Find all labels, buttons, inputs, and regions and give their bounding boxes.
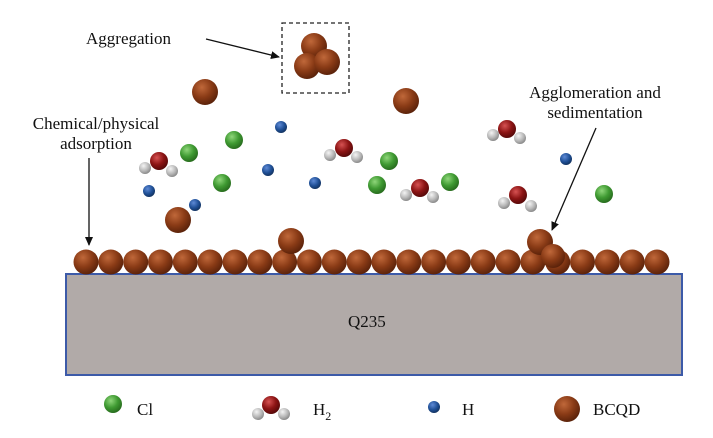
legend-bcqd-swatch [554, 396, 580, 422]
bcqd-sedimentation-particle [541, 244, 565, 268]
adsorption-label-line1: Chemical/physical [32, 114, 160, 133]
bcqd-layer-particle [594, 249, 620, 275]
bcqd-layer-particle [123, 249, 149, 275]
bcqd-layer-particle [98, 249, 124, 275]
bcqd-particle [393, 88, 419, 114]
substrate-label: Q235 [348, 312, 386, 331]
bcqd-particle [192, 79, 218, 105]
water-molecule [487, 120, 526, 144]
bcqd-surface-particle [278, 228, 304, 254]
agglomeration-label-line1: Agglomeration and [529, 83, 661, 102]
hydrogen-ion [560, 153, 572, 165]
bcqd-layer-particle [470, 249, 496, 275]
bcqd-layer-particle [272, 249, 298, 275]
bcqd-aggregate-cluster [294, 33, 340, 79]
legend-h2-label: H2 [313, 400, 331, 426]
bcqd-particle [165, 207, 191, 233]
bcqd-layer-particle [619, 249, 645, 275]
adsorption-label: Chemical/physical adsorption [8, 114, 184, 154]
legend-h2-subscript: 2 [325, 409, 332, 423]
bcqd-layer-particle [73, 249, 99, 275]
bcqd-layer-particle [570, 249, 595, 275]
bcqd-layer-particle [520, 249, 546, 275]
water-molecule [400, 179, 439, 203]
chloride-ion [225, 131, 243, 149]
bcqd-layer-particle [495, 249, 521, 275]
legend-cl-swatch [104, 395, 122, 413]
bcqd-layer-particle [321, 249, 347, 275]
aggregation-arrow [205, 38, 280, 59]
adsorbed-bcqd-layer [73, 249, 670, 275]
aggregation-box [281, 22, 350, 94]
bcqd-layer-particle [644, 249, 670, 275]
water-molecule [498, 186, 537, 212]
chloride-ion [213, 174, 231, 192]
legend-h2-swatch [252, 396, 290, 420]
legend-h-label: H [462, 400, 475, 419]
hydrogen-ion [262, 164, 274, 176]
hydrogen-ion [143, 185, 155, 197]
bcqd-layer-particle [421, 249, 447, 275]
bcqd-layer-particle [445, 249, 471, 275]
hydrogen-ion [275, 121, 287, 133]
bcqd-layer-particle [371, 249, 397, 275]
agglomeration-label: Agglomeration and sedimentation [505, 83, 685, 123]
bcqd-layer-particle [296, 249, 322, 275]
chloride-ion [180, 144, 198, 162]
q235-substrate [65, 273, 683, 376]
chloride-ion [441, 173, 459, 191]
bcqd-layer-particle [172, 249, 198, 275]
legend-cl-label: Cl [137, 400, 154, 419]
hydrogen-ion [309, 177, 321, 189]
chloride-ion [380, 152, 398, 170]
bcqd-layer-particle [197, 249, 223, 275]
bcqd-layer-particle [247, 249, 273, 275]
hydrogen-ion [189, 199, 201, 211]
bcqd-layer-particle [148, 249, 173, 275]
bcqd-layer-particle [222, 249, 248, 275]
bcqd-layer-particle [396, 249, 422, 275]
chloride-ion [368, 176, 386, 194]
aggregation-label: Aggregation [86, 29, 171, 48]
legend-h-swatch [428, 401, 440, 413]
chloride-ion [595, 185, 613, 203]
legend-h2-text: H [313, 400, 326, 419]
adsorption-label-line2: adsorption [60, 134, 132, 153]
water-molecule [324, 139, 363, 163]
bcqd-layer-particle [346, 249, 372, 275]
sedimentation-arrow [551, 127, 597, 231]
legend-bcqd-label: BCQD [593, 400, 641, 419]
water-molecule [139, 152, 178, 177]
agglomeration-label-line2: sedimentation [547, 103, 643, 122]
